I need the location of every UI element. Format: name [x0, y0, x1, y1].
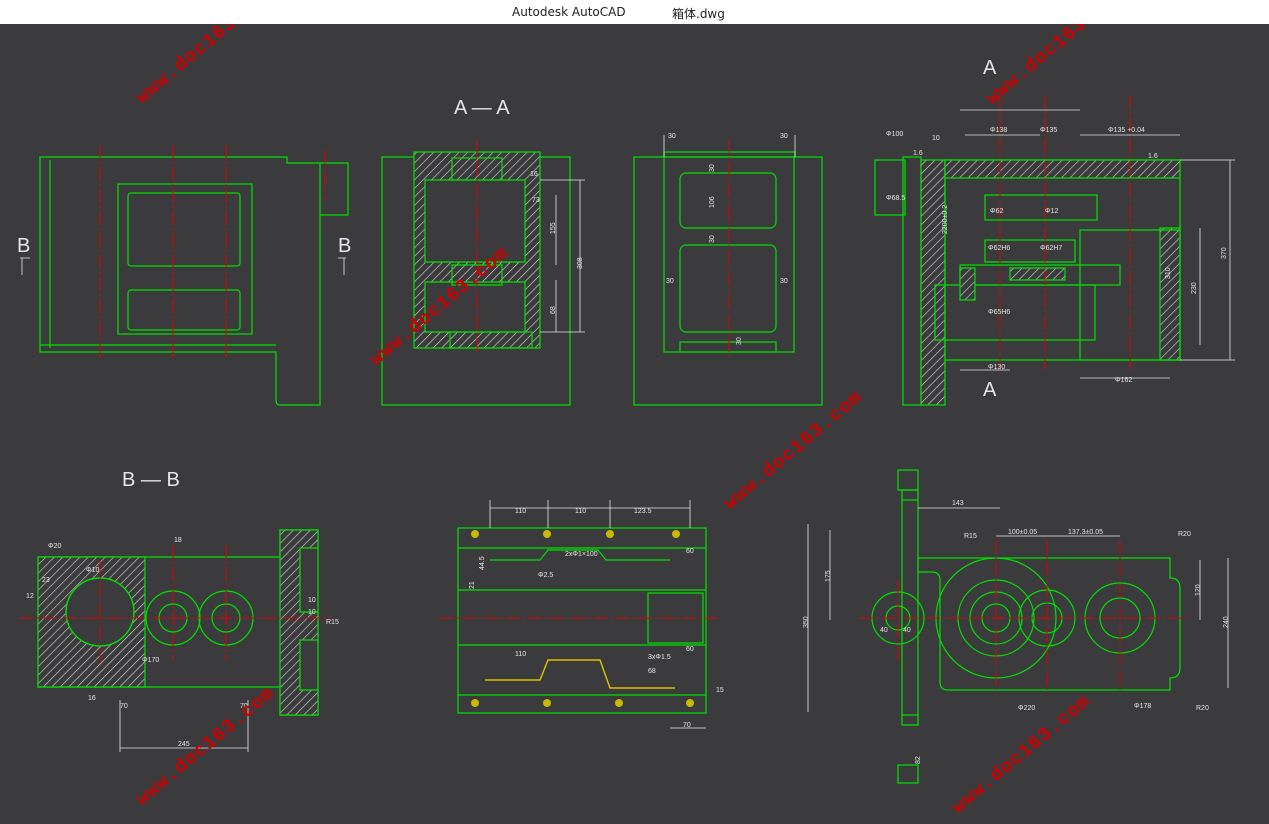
dim-tm-9: 3xΦ1.5: [648, 654, 671, 661]
dim-tr-6: 240: [1223, 616, 1230, 628]
dim-rs-5: Φ135: [1040, 127, 1057, 134]
watermark-1: www.doc163.com: [132, 24, 279, 109]
dim-rs-12: Φ65H6: [988, 309, 1010, 316]
dim-aa-3: 308: [577, 257, 584, 269]
dim-bb-10: 70: [120, 703, 128, 710]
view-top-right: 143 100±0.05 137.3±0.05 R20 R15 120 240 …: [803, 469, 1230, 784]
dim-tm-13: 2xΦ1×100: [565, 551, 598, 558]
dim-front-2: 30: [709, 164, 716, 172]
dim-rs-18: 1.6: [1148, 153, 1158, 160]
dim-bb-9: 16: [88, 695, 96, 702]
dim-tr-7: 350: [803, 616, 810, 628]
dim-bb-3: 12: [26, 593, 34, 600]
dim-front-6: 30: [780, 278, 788, 285]
dim-tm-2: 123.5: [634, 508, 652, 515]
section-title-bb: B — B: [122, 469, 180, 491]
title-bar: Autodesk AutoCAD 箱体.dwg: [0, 0, 1269, 24]
view-section-aa: A — A 16 73 155 308 68: [381, 97, 585, 406]
app-title: Autodesk AutoCAD: [512, 5, 626, 19]
dim-tr-12: Φ178: [1134, 703, 1151, 710]
dim-front-1: 30: [780, 133, 788, 140]
dim-rs-3: 1.6: [913, 150, 923, 157]
dim-tr-10: 40: [903, 627, 911, 634]
dim-tr-11: Φ220: [1018, 705, 1035, 712]
cut-label-b-left: B: [17, 235, 30, 257]
dim-tr-8: 175: [825, 570, 832, 582]
dim-tm-6: Φ2.5: [538, 572, 553, 579]
dim-tm-12: 70: [683, 722, 691, 729]
dim-bb-5: Φ170: [142, 657, 159, 664]
dim-rs-2: 10: [932, 135, 940, 142]
dim-front-4: 30: [709, 235, 716, 243]
dim-front-3: 106: [709, 196, 716, 208]
dim-tr-2: 137.3±0.05: [1068, 529, 1103, 536]
dim-tr-9: 40: [880, 627, 888, 634]
dim-rs-13: Φ130: [988, 364, 1005, 371]
dim-tr-5: 120: [1195, 584, 1202, 596]
dim-bb-12: 245: [178, 741, 190, 748]
dim-front-7: 30: [736, 337, 743, 345]
watermark-2: www.doc163.com: [982, 24, 1129, 110]
dim-front-5: 30: [666, 278, 674, 285]
dim-rs-0: Φ100: [886, 131, 903, 138]
file-title: 箱体.dwg: [672, 7, 725, 21]
cut-label-b-right: B: [338, 235, 351, 257]
dim-rs-17: 370: [1221, 247, 1228, 259]
dim-rs-10: Φ62H6: [988, 245, 1010, 252]
dim-tm-1: 110: [575, 508, 586, 515]
dim-tr-1: 100±0.05: [1008, 529, 1037, 536]
dim-rs-1: Φ68.5: [886, 195, 905, 202]
watermark-5: www.doc163.com: [132, 682, 279, 810]
dim-bb-11: 70: [240, 703, 248, 710]
dim-bb-6: 10: [308, 597, 316, 604]
dim-tr-0: 143: [952, 500, 964, 507]
dim-aa-2: 155: [550, 222, 557, 234]
dim-tm-3: 60: [686, 548, 694, 555]
dim-aa-0: 16: [530, 171, 538, 178]
cut-label-a-bottom: A: [983, 379, 997, 401]
dim-tm-11: 15: [716, 687, 724, 694]
dim-tm-8: 60: [686, 646, 694, 653]
dim-bb-7: 10: [308, 609, 316, 616]
dim-tm-4: 21: [469, 581, 476, 589]
dim-aa-1: 73: [532, 197, 540, 204]
dim-front-0: 30: [668, 133, 676, 140]
dim-bb-0: Φ20: [48, 543, 61, 550]
dim-rs-4: Φ138: [990, 127, 1007, 134]
dim-rs-8: Φ62: [990, 208, 1003, 215]
view-top-middle: 110 110 123.5 60 21 44.5 Φ2.5 110 60 3xΦ…: [440, 500, 724, 729]
view-section-bb: B — B Φ20 18 23 12 Φ10 Φ170 10 10 R15 16…: [20, 469, 339, 752]
dim-tr-14: 82: [915, 756, 922, 764]
dim-tm-0: 110: [515, 508, 526, 515]
view-side-left: B B: [17, 145, 351, 406]
dim-rs-14: Φ162: [1115, 377, 1132, 384]
dim-bb-2: 23: [42, 577, 50, 584]
dim-rs-11: Φ62H7: [1040, 245, 1062, 252]
dim-tm-10: 68: [648, 668, 656, 675]
dim-rs-16: 230: [1191, 282, 1198, 294]
dim-tm-7: 110: [515, 651, 526, 658]
dim-tr-4: R15: [964, 533, 977, 540]
dim-tr-13: R20: [1196, 705, 1209, 712]
dim-rs-7: 2200±0.2: [942, 205, 949, 234]
dim-tr-3: R20: [1178, 531, 1191, 538]
section-title-aa: A — A: [454, 97, 510, 119]
view-front-middle: 30 30 30 106 30 30 30 30: [633, 133, 823, 406]
dim-rs-6: Φ135 +0.04: [1108, 127, 1145, 134]
dim-rs-15: 310: [1165, 267, 1172, 279]
dim-aa-4: 68: [550, 306, 557, 314]
dim-bb-8: R15: [326, 619, 339, 626]
dim-bb-4: Φ10: [86, 567, 99, 574]
watermark-3: www.doc163.com: [366, 242, 513, 370]
dim-bb-1: 18: [174, 537, 182, 544]
view-section-right: A A Φ100 Φ68.5 10 1.6 Φ138 Φ135 Φ135 +0.…: [874, 57, 1235, 406]
dim-rs-9: Φ12: [1045, 208, 1058, 215]
cut-label-a-top: A: [983, 57, 997, 79]
dim-tm-5: 44.5: [479, 556, 486, 570]
